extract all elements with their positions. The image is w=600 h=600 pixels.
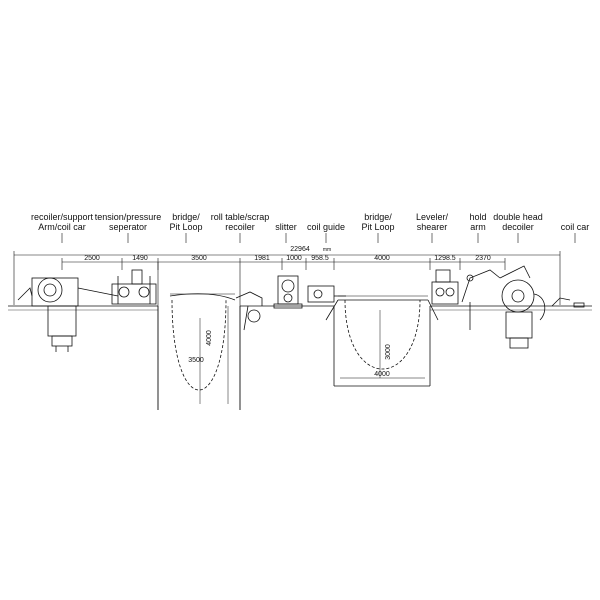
- right-pit-loop: [325, 295, 439, 387]
- leveler-shearer-machine: [431, 269, 459, 305]
- dim-segment: 1981: [254, 255, 270, 262]
- dim-left-pit-depth: 4000: [206, 330, 213, 346]
- tension-separator-machine: [111, 269, 157, 305]
- decoiler-machine: [499, 265, 546, 349]
- dim-segment: 1298.5: [434, 255, 456, 262]
- dim-segment: 3500: [191, 255, 207, 262]
- label-slitter: slitter: [275, 222, 297, 232]
- label-bridge-pit-loop-right: bridge/Pit Loop: [361, 212, 395, 232]
- label-leveler-shearer: Leveler/shearer: [415, 212, 449, 232]
- dim-segment: 4000: [374, 255, 390, 262]
- dim-right-pit-width: 4000: [374, 371, 390, 378]
- segment-dimension-line: [61, 258, 506, 410]
- dim-segment: 2500: [84, 255, 100, 262]
- dim-segment: 958.5: [311, 255, 329, 262]
- dim-left-pit-width: 3500: [188, 357, 204, 364]
- hold-arm-machine: [461, 269, 501, 330]
- label-coil-car: coil car: [560, 222, 590, 232]
- overall-dimension-line: [13, 251, 561, 305]
- left-pit-loop: [157, 293, 241, 410]
- dimension-texts: 22964 mm 2500 1490 3500 1981 1000 958.5 …: [84, 246, 491, 378]
- coil-car-machine: [551, 297, 585, 308]
- dim-segment: 1490: [132, 255, 148, 262]
- dim-segment: 2370: [475, 255, 491, 262]
- slitter-machine: [273, 275, 303, 309]
- scrap-recoiler-machine: [235, 291, 263, 331]
- dim-total: 22964: [290, 246, 310, 253]
- coil-guide-machine: [307, 285, 346, 303]
- dim-right-pit-depth: 3000: [385, 344, 392, 360]
- dim-segment: 1000: [286, 255, 302, 262]
- label-leaders: [61, 233, 576, 243]
- label-bridge-pit-loop-left: bridge/Pit Loop: [169, 212, 203, 232]
- recoiler-machine: [17, 277, 119, 352]
- label-coil-guide: coil guide: [306, 222, 346, 232]
- dim-unit: mm: [323, 247, 331, 253]
